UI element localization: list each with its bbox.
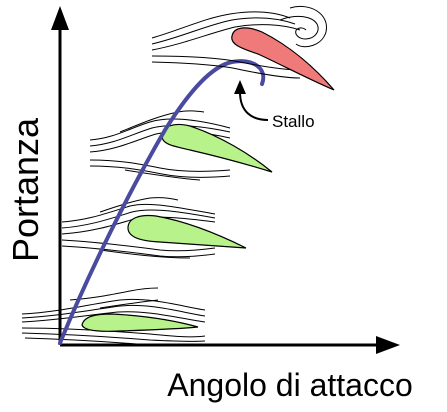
airfoil-stall-group: [151, 6, 335, 91]
airfoil-high: [161, 123, 273, 173]
x-axis-label: Angolo di attacco: [167, 367, 413, 403]
streamlines: [151, 6, 327, 79]
airfoil-low-angle-group: [21, 287, 206, 347]
streamlines: [21, 287, 206, 347]
stall-annotation: Stallo: [234, 80, 315, 131]
x-axis-arrow: [376, 336, 400, 354]
lift-curve: [58, 59, 266, 345]
stall-arrow-head: [234, 80, 246, 94]
axes: [51, 6, 400, 354]
stall-arrow: [239, 91, 269, 121]
stall-label: Stallo: [272, 112, 315, 131]
streamlines: [89, 110, 231, 181]
airfoil-stall: [231, 27, 335, 91]
airfoil-medium: [127, 214, 247, 249]
y-axis-arrow: [51, 6, 69, 30]
airfoil-low: [81, 313, 199, 332]
y-axis-label: Portanza: [5, 117, 46, 262]
airfoil-high-angle-group: [89, 110, 273, 181]
airfoil-medium-angle-group: [61, 197, 247, 259]
